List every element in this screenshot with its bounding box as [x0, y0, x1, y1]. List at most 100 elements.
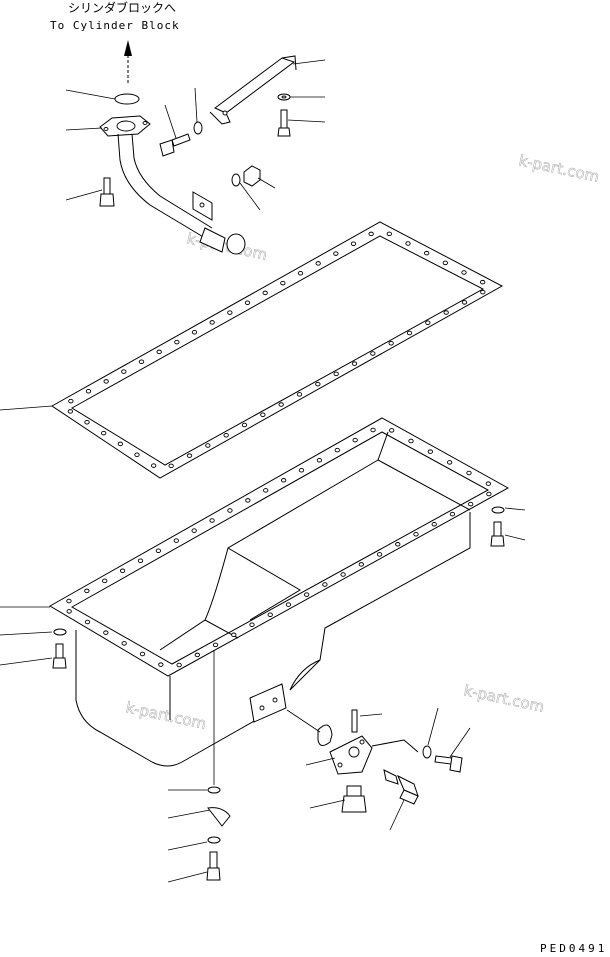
bolt-hole	[173, 538, 179, 543]
bolt-hole	[405, 241, 411, 246]
bolt-hole	[205, 443, 211, 448]
bolt-hole	[297, 271, 304, 276]
bolt-hole	[155, 548, 162, 553]
bolt	[277, 109, 291, 137]
bolt-hole	[191, 330, 198, 335]
plug	[341, 785, 367, 813]
bolt-hole	[480, 289, 486, 295]
bolt-hole	[370, 351, 376, 356]
watermark: k-part.com	[124, 698, 208, 733]
bolt-hole	[376, 552, 383, 557]
bolt-hole	[447, 460, 453, 465]
bolt-hole	[280, 280, 286, 286]
bottom-fastener-stack	[167, 650, 231, 883]
bolt	[206, 851, 221, 881]
bolt-hole	[406, 330, 413, 336]
bolt-hole	[351, 361, 358, 366]
bolt-hole	[280, 478, 287, 483]
bolt-hole	[101, 430, 107, 436]
suction-pipe-assembly	[99, 55, 297, 255]
bolt-hole	[285, 602, 292, 607]
bolt-hole	[424, 250, 430, 256]
up-arrow-icon	[124, 40, 132, 85]
destination-label-jp: シリンダブロックへ	[68, 0, 176, 15]
oil-pan	[49, 417, 510, 767]
washer	[207, 786, 221, 794]
bolt-hole	[66, 598, 72, 604]
bolt-hole	[315, 261, 321, 266]
bolt-hole	[388, 340, 394, 346]
bolt-hole	[468, 501, 474, 507]
bolt-hole	[425, 320, 431, 326]
bolt-hole	[296, 392, 303, 397]
bolt-hole	[322, 582, 328, 587]
bolt-hole	[186, 453, 193, 458]
bolt-hole	[334, 447, 340, 453]
bolt-hole	[466, 470, 472, 476]
bolt-hole	[223, 432, 229, 438]
side-cover-plate	[249, 683, 287, 723]
washer	[491, 506, 505, 514]
bolt-hole	[67, 409, 73, 414]
bolt-hole	[102, 578, 108, 584]
bolt-hole	[231, 632, 237, 638]
bolt-hole	[461, 270, 467, 275]
bolt-hole	[386, 231, 392, 237]
bolt-hole	[480, 279, 486, 285]
bolt-hole	[168, 463, 174, 469]
bolt-hole	[249, 622, 255, 628]
bolt-hole	[427, 449, 433, 454]
figure-code: PED0491	[540, 942, 607, 955]
bolt-hole	[103, 379, 109, 384]
bolt-hole	[350, 241, 357, 246]
bolt-hole	[461, 300, 468, 305]
bracket-bolt	[159, 121, 203, 157]
bolt-hole	[449, 511, 456, 517]
bolt	[52, 643, 67, 669]
bolt-hole	[263, 488, 269, 493]
bolt-hole	[191, 528, 197, 533]
bolt-hole	[358, 562, 364, 567]
bolt-hole	[85, 389, 92, 394]
washer	[207, 836, 221, 844]
bolt-hole	[304, 592, 310, 597]
oil-pan-gasket	[51, 221, 504, 479]
bolt-hole	[260, 412, 266, 418]
bolt-hole	[84, 619, 91, 625]
bolt-hole	[245, 498, 251, 503]
leader-lines-upper	[65, 59, 326, 211]
bolt-hole	[241, 422, 248, 428]
bolt-hole	[333, 371, 339, 377]
bolt-hole	[316, 457, 323, 463]
bolt-hole	[84, 420, 90, 425]
bolt-hole	[352, 437, 358, 443]
bolt-hole	[174, 339, 180, 345]
bolt-hole	[431, 521, 437, 527]
bolt-hole	[121, 641, 127, 646]
clip	[207, 807, 231, 827]
bolt-hole	[68, 398, 74, 404]
o-ring	[114, 93, 140, 105]
bolt-hole	[139, 651, 146, 657]
drain-plug	[383, 769, 419, 805]
bolt-hole	[315, 381, 321, 387]
bolt-hole	[84, 588, 90, 594]
bolt-hole	[262, 290, 268, 296]
destination-label-en: To Cylinder Block	[50, 19, 180, 32]
bolt-hole	[227, 310, 233, 315]
strainer-cap	[226, 233, 246, 255]
bolt-hole	[298, 468, 305, 473]
bolt-hole	[485, 481, 491, 486]
drain-assembly	[286, 707, 471, 831]
bolt-hole	[212, 642, 219, 648]
washer	[231, 173, 241, 187]
bolt-hole	[176, 662, 182, 668]
bolt-hole	[267, 612, 273, 617]
leader-lines-middle	[0, 405, 526, 666]
bolt-hole	[443, 310, 449, 315]
watermark: k-part.com	[462, 681, 546, 716]
bolt-hole	[138, 359, 145, 365]
bolt-hole	[121, 369, 127, 374]
bolt-hole	[244, 300, 251, 306]
bolt-hole	[103, 630, 109, 635]
